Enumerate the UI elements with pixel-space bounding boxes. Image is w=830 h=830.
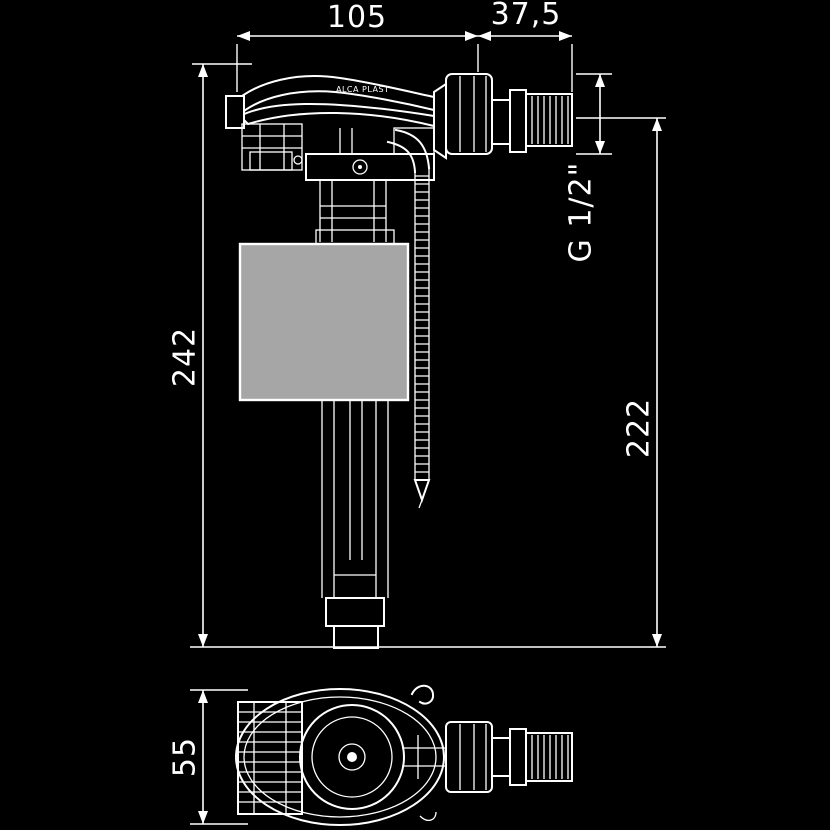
- float-body: [238, 242, 410, 402]
- dim-thread-size-label: G 1/2": [564, 162, 599, 263]
- dim-thread-length-label: 37,5: [491, 0, 562, 32]
- bottom-view: [235, 684, 573, 826]
- inlet-connector-bottom: [402, 721, 573, 793]
- inlet-connector: [433, 73, 573, 160]
- clip-hook-top: [410, 684, 435, 705]
- clip-hook-bottom: [419, 811, 437, 822]
- dim-body-height-label: 222: [622, 398, 657, 458]
- dim-thread-size-g12: G 1/2": [564, 73, 612, 263]
- dim-body-height-222: 222: [576, 117, 666, 647]
- brand-label: ALCA PLAST: [336, 85, 389, 94]
- dim-width-label: 105: [327, 0, 387, 35]
- mounting-bracket: [241, 123, 303, 171]
- dim-width-105: 105: [236, 0, 479, 92]
- diaphragm-circles: [299, 704, 405, 810]
- body-outline: [235, 688, 445, 826]
- dim-thread-length-375: 37,5: [478, 0, 573, 92]
- dim-total-height-label: 242: [168, 327, 203, 387]
- dim-total-height-242: 242: [168, 63, 666, 648]
- flexible-hose: [386, 128, 431, 509]
- dim-bottom-height-label: 55: [168, 737, 203, 777]
- side-view: ALCA PLAST: [225, 73, 573, 649]
- thread: [525, 93, 573, 147]
- dim-bottom-height-55: 55: [168, 689, 248, 825]
- clamp-ribs: [237, 701, 303, 815]
